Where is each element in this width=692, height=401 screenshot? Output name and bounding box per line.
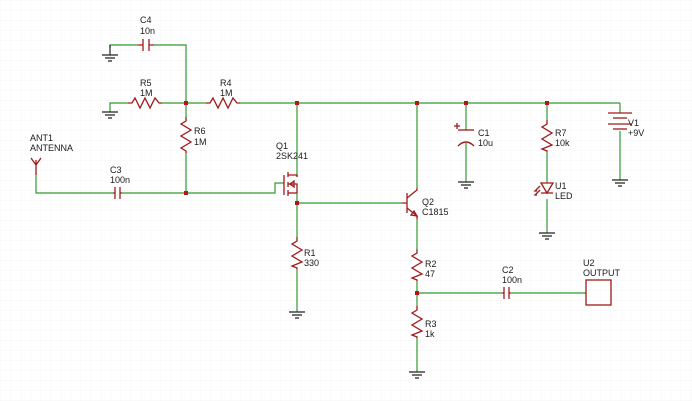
ground-icon [102, 111, 118, 119]
ant1-ref: ANT1 [30, 133, 53, 143]
v1-value: +9V [628, 128, 644, 138]
junction-dot [415, 291, 419, 295]
r2-value: 47 [425, 269, 435, 279]
battery-icon [608, 112, 632, 130]
c1-ref: C1 [478, 128, 490, 138]
q1-value: 2SK241 [276, 151, 308, 161]
resistor-icon [179, 117, 193, 153]
jfet-icon [283, 172, 298, 196]
junction-dot [464, 101, 468, 105]
resistor-r3[interactable]: R3 1k [410, 306, 437, 339]
ground-icon [539, 232, 555, 240]
c4-ref: C4 [140, 15, 152, 25]
resistor-r2[interactable]: R2 47 [410, 249, 437, 281]
capacitor-icon [113, 187, 122, 199]
resistor-r7[interactable]: R7 10k [540, 120, 570, 152]
capacitor-c4[interactable]: C4 10n [138, 15, 155, 51]
ground-icon [458, 181, 474, 189]
led-icon [533, 182, 555, 196]
resistor-icon [540, 120, 554, 152]
polarized-capacitor-icon [454, 123, 475, 147]
junction-dot [295, 201, 299, 205]
c2-value: 100n [502, 275, 522, 285]
r5-value: 1M [140, 88, 153, 98]
led-u1[interactable]: U1 LED [533, 181, 573, 201]
ground-icon [289, 311, 305, 319]
jfet-q1[interactable]: Q1 2SK241 [276, 141, 308, 196]
c3-ref: C3 [110, 165, 122, 175]
junction-dot [184, 191, 188, 195]
c1-value: 10u [478, 138, 493, 148]
resistor-icon [290, 237, 304, 269]
c2-ref: C2 [502, 265, 514, 275]
ground-icon [102, 45, 118, 62]
resistor-icon [206, 96, 240, 110]
r7-value: 10k [555, 138, 570, 148]
r6-ref: R6 [194, 126, 206, 136]
c4-value: 10n [140, 26, 155, 36]
wires [35, 44, 621, 372]
resistor-icon [410, 249, 424, 281]
polarized-capacitor-c1[interactable]: C1 10u [454, 123, 493, 148]
resistor-icon [128, 96, 162, 110]
r2-ref: R2 [425, 259, 437, 269]
junction-dot [295, 101, 299, 105]
junction-dot [184, 101, 188, 105]
r4-value: 1M [220, 88, 233, 98]
resistor-r5[interactable]: R5 1M [128, 78, 162, 110]
u1-ref: U1 [555, 181, 567, 191]
capacitor-icon [138, 39, 154, 51]
junction-dot [545, 101, 549, 105]
junction-dot [415, 101, 419, 105]
v1-ref: V1 [628, 118, 639, 128]
npn-transistor-q2[interactable]: Q2 C1815 [402, 188, 449, 219]
u2-ref: U2 [583, 258, 595, 268]
r5-ref: R5 [140, 78, 152, 88]
resistor-r1[interactable]: R1 330 [290, 237, 319, 269]
u2-value: OUTPUT [583, 268, 621, 278]
resistor-r4[interactable]: R4 1M [206, 78, 240, 110]
resistor-r6[interactable]: R6 1M [179, 117, 207, 153]
u1-value: LED [555, 191, 573, 201]
resistor-icon [410, 306, 424, 338]
connector-icon [585, 279, 612, 306]
ant1-value: ANTENNA [30, 143, 73, 153]
r1-ref: R1 [304, 248, 316, 258]
junctions [184, 101, 549, 295]
ground-symbols [102, 45, 628, 379]
r4-ref: R4 [220, 78, 232, 88]
capacitor-icon [502, 287, 511, 299]
ground-icon [409, 371, 425, 379]
capacitor-c2[interactable]: C2 100n [502, 265, 522, 299]
antenna-ant1[interactable]: ANT1 ANTENNA [30, 133, 73, 175]
r6-value: 1M [194, 137, 207, 147]
ground-icon [612, 179, 628, 187]
battery-v1[interactable]: V1 +9V [608, 112, 644, 138]
r3-ref: R3 [425, 319, 437, 329]
antenna-icon [30, 157, 42, 175]
capacitor-c3[interactable]: C3 100n [110, 165, 130, 199]
r1-value: 330 [304, 258, 319, 268]
output-connector-u2[interactable]: U2 OUTPUT [583, 258, 621, 306]
npn-transistor-icon [402, 188, 419, 219]
q2-value: C1815 [422, 207, 449, 217]
c3-value: 100n [110, 175, 130, 185]
r7-ref: R7 [555, 128, 567, 138]
q1-ref: Q1 [276, 141, 288, 151]
r3-value: 1k [425, 329, 435, 339]
q2-ref: Q2 [422, 197, 434, 207]
